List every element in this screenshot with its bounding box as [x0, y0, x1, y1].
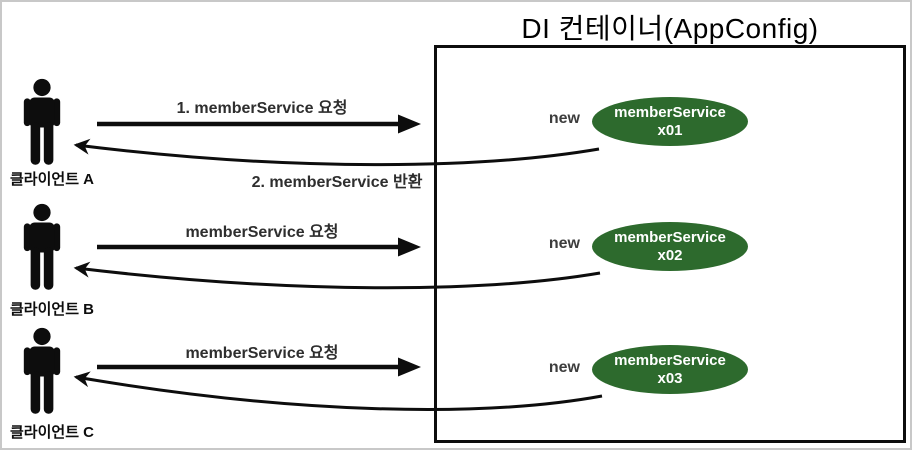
instance-ellipse-x02: memberService x02 [592, 222, 748, 271]
instance-id: x01 [657, 121, 683, 139]
instance-name: memberService [614, 103, 726, 121]
new-keyword-a: new [548, 110, 580, 127]
request-label-a: 1. memberService 요청 [176, 100, 348, 117]
request-arrow-c [97, 357, 421, 377]
request-label-c: memberService 요청 [185, 345, 339, 362]
di-container-title: DI 컨테이너(AppConfig) [521, 13, 819, 44]
instance-ellipse-x01: memberService x01 [592, 97, 748, 146]
return-arrow-a [73, 138, 600, 167]
client-a-person-icon [22, 77, 62, 167]
request-arrow-a [97, 114, 421, 134]
client-b-person-icon [22, 202, 62, 292]
instance-ellipse-x03: memberService x03 [592, 345, 748, 394]
instance-id: x02 [657, 246, 683, 264]
return-arrow-c [73, 371, 603, 411]
client-a-label: 클라이언트 A [10, 171, 95, 188]
new-keyword-b: new [548, 235, 580, 252]
instance-name: memberService [614, 228, 726, 246]
new-keyword-c: new [548, 359, 580, 376]
request-label-b: memberService 요청 [185, 224, 339, 241]
instance-name: memberService [614, 351, 726, 369]
client-c-person-icon [22, 326, 62, 416]
return-arrow-b [73, 261, 601, 290]
di-container-box [434, 45, 906, 443]
instance-id: x03 [657, 369, 683, 387]
request-arrow-b [97, 237, 421, 257]
client-b-label: 클라이언트 B [10, 301, 95, 318]
return-label-a: 2. memberService 반환 [251, 174, 423, 191]
client-c-label: 클라이언트 C [10, 424, 95, 441]
